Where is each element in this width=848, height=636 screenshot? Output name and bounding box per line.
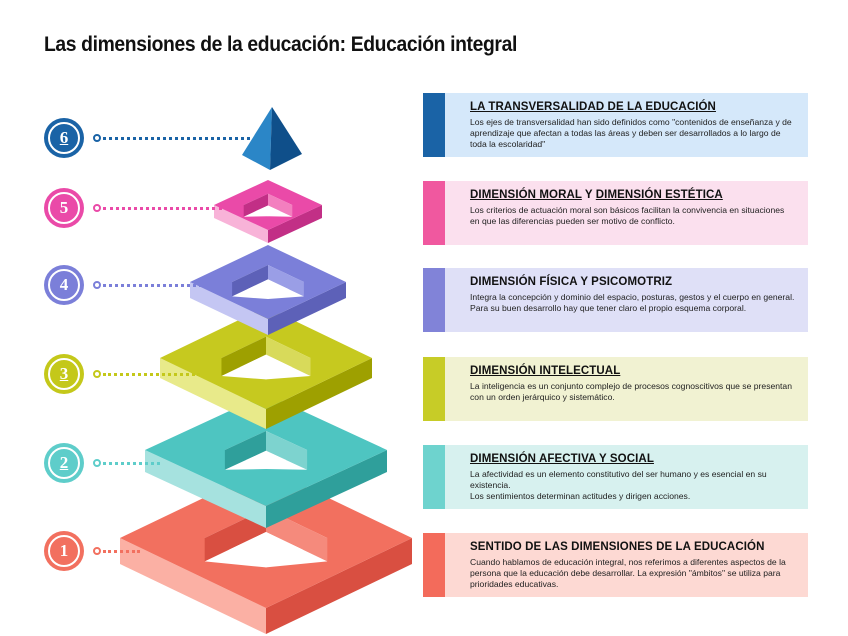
level-card-4: DIMENSIÓN FÍSICA Y PSICOMOTRIZ Integra la… [423, 268, 808, 332]
card-title-part: Y [581, 189, 596, 201]
card-description: Integra la concepción y dominio del espa… [470, 292, 795, 314]
connector-dot [93, 547, 101, 555]
frame-1-top-face [120, 468, 412, 608]
frame-4-top-face [190, 245, 346, 319]
connector-line [103, 137, 250, 140]
frame-4-hole [232, 279, 304, 300]
card-title: SENTIDO DE LAS DIMENSIONES DE LA EDUCACI… [470, 541, 765, 553]
level-number: 3 [48, 358, 80, 390]
card-accent-bar [423, 181, 445, 245]
level-number: 1 [48, 535, 80, 567]
card-title-part: DIMENSIÓN AFECTIVA Y SOCIAL [470, 453, 654, 465]
frame-1-inner-wall-left [204, 508, 266, 562]
frame-2-left-face [145, 450, 266, 528]
card-description: Los ejes de transversalidad han sido def… [470, 117, 792, 150]
connector-dot [93, 281, 101, 289]
card-title-part: DIMENSIÓN ESTÉTICA [595, 189, 723, 201]
level-card-3: DIMENSIÓN INTELECTUAL La inteligencia es … [423, 357, 808, 421]
connector-line [103, 207, 222, 210]
frame-5-hole [243, 205, 293, 217]
frame-3-top-face [160, 307, 372, 409]
level-badge-6: 6 [44, 118, 84, 158]
pyramid-tip-right-face [270, 107, 302, 170]
frame-4-right-face [268, 282, 346, 335]
connector-dot [93, 204, 101, 212]
card-title: DIMENSIÓN MORAL Y DIMENSIÓN ESTÉTICA [470, 189, 723, 201]
card-accent-bar [423, 533, 445, 597]
frame-5-inner-wall-left [243, 193, 268, 217]
connector-line [103, 462, 160, 465]
frame-4-inner-wall-left [232, 264, 268, 297]
connector-line [103, 284, 208, 287]
frame-3-right-face [266, 358, 372, 429]
card-accent-bar [423, 357, 445, 421]
frame-2-inner-wall-left [224, 430, 266, 470]
frame-4-inner-wall-right [268, 264, 304, 297]
card-accent-bar [423, 93, 445, 157]
level-badge-1: 1 [44, 531, 84, 571]
connector-line [103, 373, 200, 376]
frame-5-inner-wall-right [268, 193, 293, 217]
frame-2-right-face [266, 450, 387, 528]
level-badge-2: 2 [44, 443, 84, 483]
pyramid-tip-left-face [242, 107, 272, 170]
card-description: La inteligencia es un conjunto complejo … [470, 381, 792, 403]
level-number: 2 [48, 447, 80, 479]
frame-3-hole [221, 354, 311, 380]
frame-3-inner-wall-right [266, 336, 311, 376]
card-title-part: DIMENSIÓN MORAL [470, 189, 582, 201]
frame-5-right-face [268, 205, 322, 243]
card-description: La afectividad es un elemento constituti… [470, 469, 767, 502]
level-number: 5 [48, 192, 80, 224]
card-title-part: SENTIDO DE LAS DIMENSIONES DE LA EDUCACI… [470, 541, 765, 553]
card-accent-bar [423, 445, 445, 509]
frame-2-hole [224, 450, 308, 470]
frame-5-top-face [214, 180, 322, 230]
card-title: LA TRANSVERSALIDAD DE LA EDUCACIÓN [470, 101, 716, 113]
frame-3-inner-wall-left [221, 336, 266, 376]
page-title: Las dimensiones de la educación: Educaci… [44, 33, 517, 56]
level-card-6: LA TRANSVERSALIDAD DE LA EDUCACIÓN Los ej… [423, 93, 808, 157]
card-title-part: DIMENSIÓN FÍSICA Y PSICOMOTRIZ [470, 276, 673, 288]
card-description: Cuando hablamos de educación integral, n… [470, 557, 786, 590]
connector-dot [93, 370, 101, 378]
level-badge-4: 4 [44, 265, 84, 305]
level-card-5: DIMENSIÓN MORAL Y DIMENSIÓN ESTÉTICA Los … [423, 181, 808, 245]
card-title: DIMENSIÓN INTELECTUAL [470, 365, 620, 377]
level-number: 6 [48, 122, 80, 154]
level-badge-3: 3 [44, 354, 84, 394]
frame-2-top-face [145, 394, 387, 506]
level-card-1: SENTIDO DE LAS DIMENSIONES DE LA EDUCACI… [423, 533, 808, 597]
card-description: Los criterios de actuación moral son bás… [470, 205, 785, 227]
connector-line [103, 550, 140, 553]
level-badge-5: 5 [44, 188, 84, 228]
frame-1-inner-wall-right [266, 508, 328, 562]
card-title: DIMENSIÓN FÍSICA Y PSICOMOTRIZ [470, 276, 672, 288]
frame-5-left-face [214, 205, 268, 243]
frame-2-inner-wall-right [266, 430, 308, 470]
level-number: 4 [48, 269, 80, 301]
frame-4-left-face [190, 282, 268, 335]
connector-dot [93, 134, 101, 142]
card-title-part: LA TRANSVERSALIDAD DE LA EDUCACIÓN [470, 101, 716, 113]
card-title: DIMENSIÓN AFECTIVA Y SOCIAL [470, 453, 654, 465]
card-title-part: DIMENSIÓN INTELECTUAL [470, 365, 621, 377]
frame-1-right-face [266, 538, 412, 634]
card-accent-bar [423, 268, 445, 332]
level-card-2: DIMENSIÓN AFECTIVA Y SOCIAL La afectivida… [423, 445, 808, 509]
connector-dot [93, 459, 101, 467]
frame-1-left-face [120, 538, 266, 634]
frame-1-hole [204, 532, 328, 568]
